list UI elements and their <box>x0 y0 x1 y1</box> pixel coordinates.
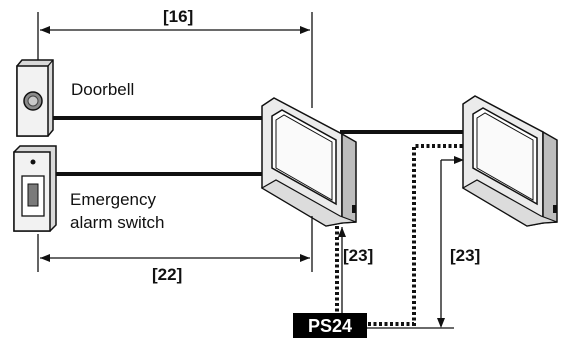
dimension-16 <box>37 12 313 108</box>
doorbell-label: Doorbell <box>71 80 134 99</box>
monitor-1 <box>260 97 357 227</box>
ps24-box <box>293 313 367 338</box>
alarm-indicator-icon <box>30 159 36 165</box>
dimension-16-label: [16] <box>163 7 193 26</box>
emergency-alarm-switch-device <box>13 145 57 232</box>
dotted-power-wires <box>335 144 465 326</box>
doorbell-device <box>16 59 54 137</box>
dimension-22-label: [22] <box>152 265 182 284</box>
dimension-23-left-label: [23] <box>343 246 373 265</box>
dimension-23-lines <box>338 156 464 329</box>
emergency-label-line2: alarm switch <box>70 213 164 232</box>
dimension-23-right-label: [23] <box>450 246 480 265</box>
emergency-label-line1: Emergency <box>70 190 156 209</box>
dimension-22 <box>37 216 313 272</box>
solid-wires <box>53 116 467 176</box>
monitor-2 <box>461 95 558 227</box>
ps24-label: PS24 <box>308 316 352 336</box>
